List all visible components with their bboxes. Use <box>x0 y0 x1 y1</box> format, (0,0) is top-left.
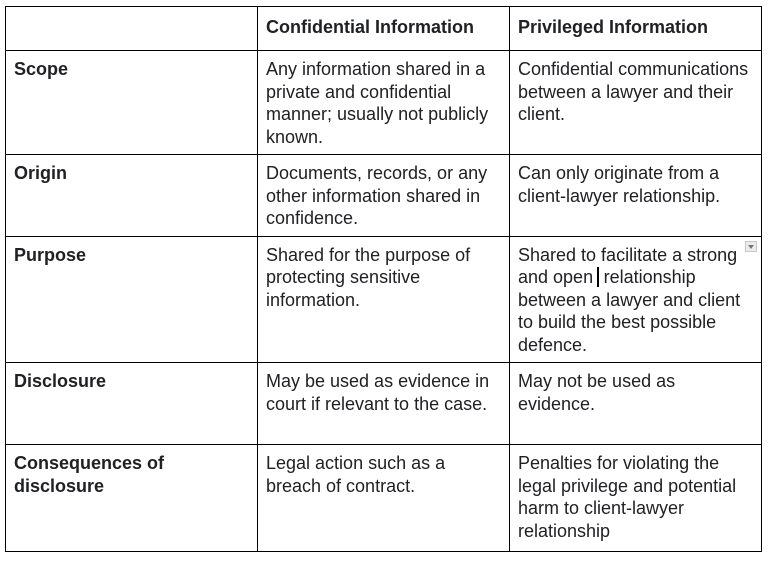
row-label-origin[interactable]: Origin <box>5 154 258 237</box>
table-row: Consequences of disclosure Legal action … <box>5 444 762 552</box>
comparison-table: Confidential Information Privileged Info… <box>5 6 762 552</box>
header-row: Confidential Information Privileged Info… <box>5 6 762 51</box>
cell-origin-privileged[interactable]: Can only originate from a client-lawyer … <box>509 154 762 237</box>
cell-disclosure-confidential[interactable]: May be used as evidence in court if rele… <box>257 362 510 445</box>
header-cell-confidential[interactable]: Confidential Information <box>257 6 510 51</box>
cell-scope-confidential[interactable]: Any information shared in a private and … <box>257 50 510 155</box>
cell-dropdown-icon[interactable] <box>745 240 757 252</box>
table-row: Disclosure May be used as evidence in co… <box>5 362 762 445</box>
text-cursor <box>597 267 599 287</box>
cell-purpose-confidential[interactable]: Shared for the purpose of protecting sen… <box>257 235 510 363</box>
table-row: Purpose Shared for the purpose of protec… <box>5 235 762 363</box>
table-row: Origin Documents, records, or any other … <box>5 154 762 237</box>
cell-purpose-privileged-text: Shared to facilitate a strong and open r… <box>518 244 741 355</box>
cell-scope-privileged[interactable]: Confidential communications between a la… <box>509 50 762 155</box>
table-row: Scope Any information shared in a privat… <box>5 50 762 155</box>
cell-consequences-privileged[interactable]: Penalties for violating the legal privil… <box>509 444 762 552</box>
row-label-disclosure[interactable]: Disclosure <box>5 362 258 445</box>
row-label-consequences[interactable]: Consequences of disclosure <box>5 444 258 552</box>
cell-consequences-confidential[interactable]: Legal action such as a breach of contrac… <box>257 444 510 552</box>
row-label-scope[interactable]: Scope <box>5 50 258 155</box>
header-cell-empty[interactable] <box>5 6 258 51</box>
cell-origin-confidential[interactable]: Documents, records, or any other informa… <box>257 154 510 237</box>
cell-purpose-privileged[interactable]: Shared to facilitate a strong and open r… <box>509 235 762 363</box>
row-label-purpose[interactable]: Purpose <box>5 235 258 363</box>
cell-disclosure-privileged[interactable]: May not be used as evidence. <box>509 362 762 445</box>
header-cell-privileged[interactable]: Privileged Information <box>509 6 762 51</box>
